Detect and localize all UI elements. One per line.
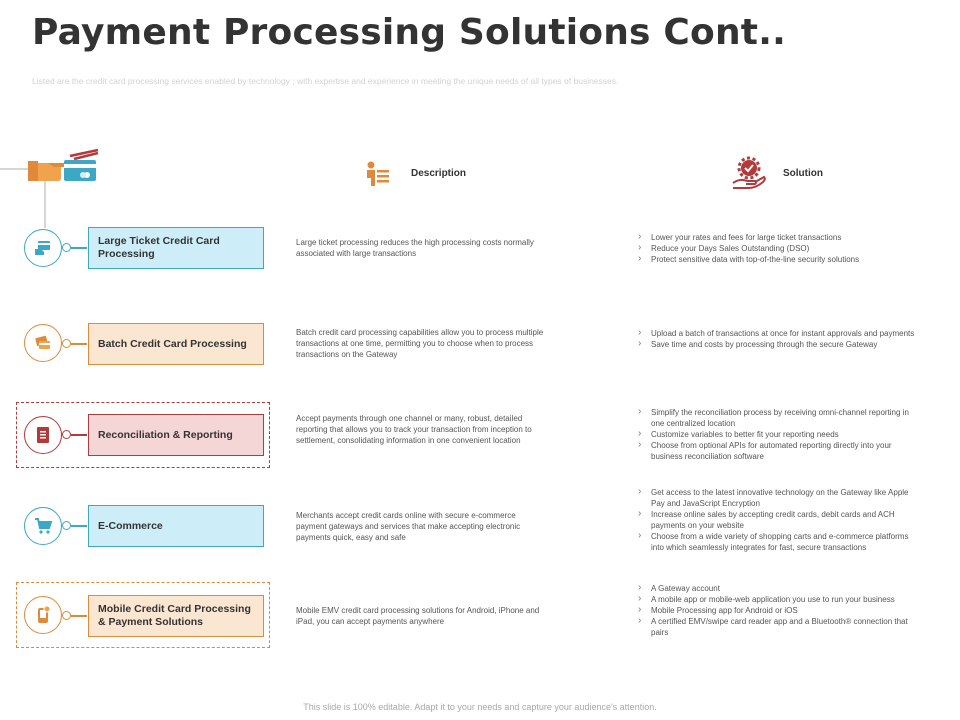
cards-stack-icon [35, 335, 50, 349]
solution-item: Increase online sales by accepting credi… [638, 508, 923, 531]
solution-item: Choose from optional APIs for automated … [638, 439, 923, 462]
hand-card-icon [28, 148, 99, 181]
mobile-payment-icon [38, 605, 51, 623]
solution-item: Reduce your Days Sales Outstanding (DSO) [638, 242, 923, 254]
row-solutions: Get access to the latest innovative tech… [638, 486, 923, 553]
row-connector-line [71, 434, 87, 436]
row-icon-circle [24, 229, 62, 267]
row-highlight-frame [16, 402, 270, 468]
row-connector-dot [62, 521, 71, 530]
row-solutions: Lower your rates and fees for large tick… [638, 231, 923, 265]
solution-item: A mobile app or mobile-web application y… [638, 593, 923, 605]
row-label-batch: Batch Credit Card Processing [88, 323, 264, 365]
solution-header: Solution [783, 168, 823, 179]
row-description: Mobile EMV credit card processing soluti… [296, 606, 540, 626]
row-connector-line [71, 343, 87, 345]
row-connector-dot [62, 243, 71, 252]
solution-item: Upload a batch of transactions at once f… [638, 327, 923, 339]
solution-item: Mobile Processing app for Android or iOS [638, 604, 923, 616]
row-icon-circle [24, 596, 62, 634]
row-connector-line [71, 247, 87, 249]
person-list-icon [367, 161, 389, 186]
solution-item: Lower your rates and fees for large tick… [638, 231, 923, 243]
row-icon-circle [24, 324, 62, 362]
row-label-mobile: Mobile Credit Card Processing & Payment … [88, 595, 264, 637]
solution-item: A certified EMV/swipe card reader app an… [638, 615, 923, 638]
row-description: Large ticket processing reduces the high… [296, 238, 534, 258]
page-title: Payment Processing Solutions Cont.. [32, 12, 786, 53]
shopping-cart-icon [35, 518, 53, 534]
page-subtitle: Listed are the credit card processing se… [32, 76, 619, 86]
row-connector-line [71, 525, 87, 527]
footer-note: This slide is 100% editable. Adapt it to… [303, 702, 657, 712]
row-connector-dot [62, 430, 71, 439]
solution-item: A Gateway account [638, 582, 923, 594]
row-connector-dot [62, 611, 71, 620]
row-solutions: A Gateway account A mobile app or mobile… [638, 582, 923, 638]
description-header: Description [411, 168, 467, 179]
row-description: Batch credit card processing capabilitie… [296, 328, 544, 359]
row-icon-circle [24, 507, 62, 545]
row-label-large-ticket: Large Ticket Credit Card Processing [88, 227, 264, 269]
row-label-reconciliation: Reconciliation & Reporting [88, 414, 264, 456]
row-solutions: Simplify the reconciliation process by r… [638, 406, 923, 462]
solution-item: Simplify the reconciliation process by r… [638, 406, 923, 429]
row-connector-line [71, 615, 87, 617]
row-label-ecommerce: E-Commerce [88, 505, 264, 547]
row-connector-dot [62, 339, 71, 348]
row-description: Merchants accept credit cards online wit… [296, 511, 521, 542]
report-document-icon [37, 427, 49, 443]
solution-item: Customize variables to better fit your r… [638, 428, 923, 440]
credit-card-hand-icon [35, 241, 50, 255]
row-highlight-frame [16, 582, 270, 648]
row-icon-circle [24, 416, 62, 454]
row-solutions: Upload a batch of transactions at once f… [638, 327, 923, 350]
solution-item: Protect sensitive data with top-of-the-l… [638, 253, 923, 265]
hand-gear-icon [732, 156, 766, 189]
solution-item: Get access to the latest innovative tech… [638, 486, 923, 509]
solution-item: Choose from a wide variety of shopping c… [638, 530, 923, 553]
row-description: Accept payments through one channel or m… [296, 414, 532, 445]
solution-item: Save time and costs by processing throug… [638, 338, 923, 350]
